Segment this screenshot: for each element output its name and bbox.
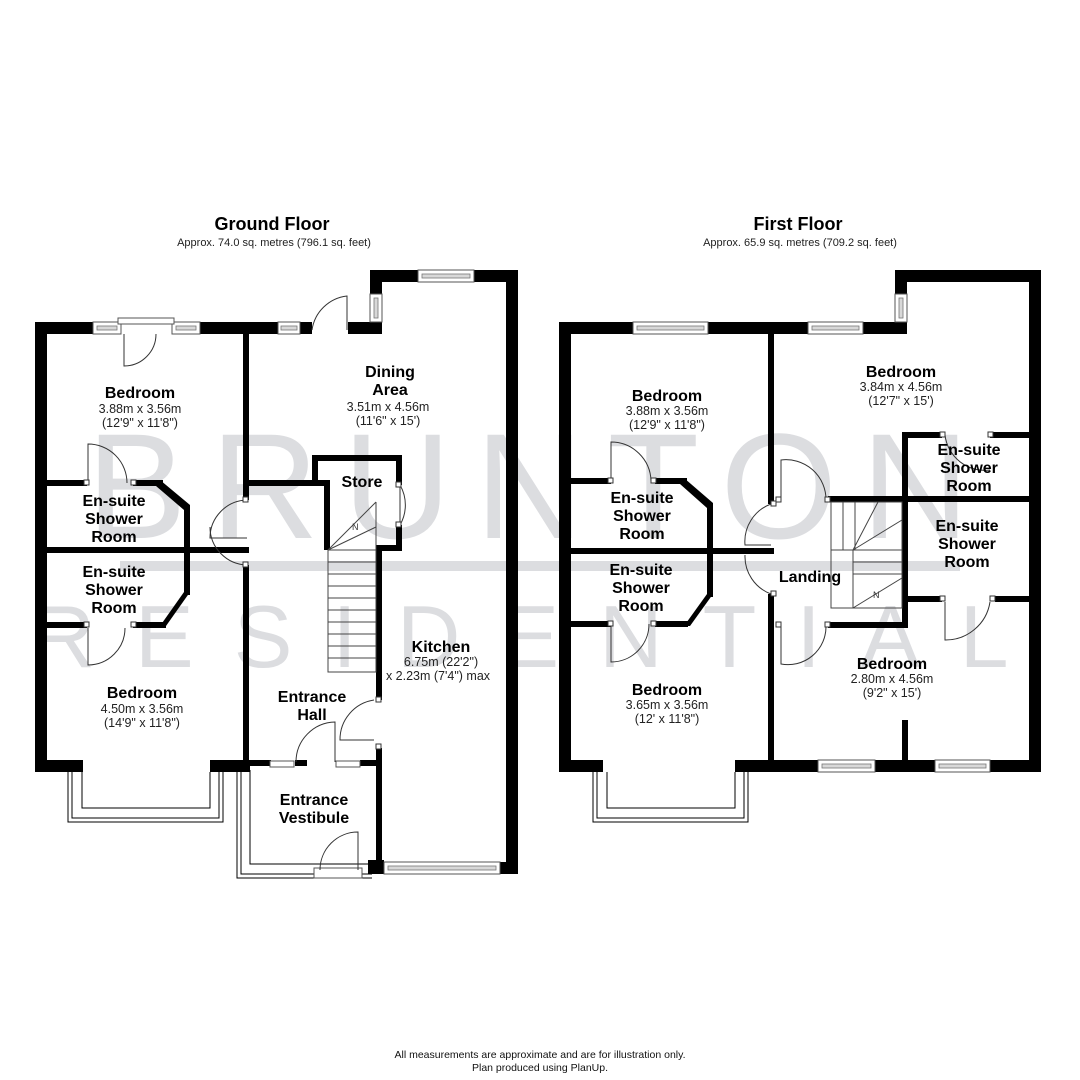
room-dims: 3.65m x 3.56m <box>626 698 709 712</box>
room-label: En-suite <box>937 442 1000 459</box>
room-dims: (11'6" x 15') <box>356 414 421 428</box>
room-label: Shower <box>85 582 143 599</box>
room-label: En-suite <box>935 518 998 535</box>
ground-room-labels: Bedroom 3.88m x 3.56m (12'9" x 11'8") En… <box>82 364 490 827</box>
room-label: Bedroom <box>105 385 175 402</box>
room-label: En-suite <box>82 493 145 510</box>
room-dims: (9'2" x 15') <box>863 686 922 700</box>
room-label: Room <box>946 478 991 495</box>
room-label: Store <box>342 474 383 491</box>
room-label: Dining <box>365 364 415 381</box>
room-label: Room <box>618 598 663 615</box>
room-label: Shower <box>938 536 996 553</box>
disclaimer-line2: Plan produced using PlanUp. <box>472 1062 608 1074</box>
room-label: Shower <box>612 580 670 597</box>
room-label: Bedroom <box>107 685 177 702</box>
ground-windows <box>67 269 501 879</box>
room-dims: (14'9" x 11'8") <box>104 716 180 730</box>
first-staircase: N <box>830 501 903 609</box>
ground-floor-area: Approx. 74.0 sq. metres (796.1 sq. feet) <box>177 237 371 249</box>
room-label: Bedroom <box>632 388 702 405</box>
room-dims: 4.50m x 3.56m <box>101 702 184 716</box>
room-dims: (12'9" x 11'8") <box>629 418 705 432</box>
watermark-line1: BRUNTON <box>87 402 994 570</box>
footer-disclaimer: All measurements are approximate and are… <box>394 1049 685 1074</box>
ground-doors <box>83 295 406 871</box>
room-label: Landing <box>779 569 841 586</box>
stair-direction-arrow: N <box>873 590 880 600</box>
room-label: Room <box>91 600 136 617</box>
first-floor-area: Approx. 65.9 sq. metres (709.2 sq. feet) <box>703 237 897 249</box>
room-label: Hall <box>297 707 326 724</box>
ground-staircase: N <box>327 501 377 673</box>
first-windows <box>592 293 991 823</box>
room-dims: 3.84m x 4.56m <box>860 380 943 394</box>
room-label: Bedroom <box>866 364 936 381</box>
room-dims: 2.80m x 4.56m <box>851 672 934 686</box>
ground-floor-title: Ground Floor <box>215 214 330 234</box>
room-label: Vestibule <box>279 810 349 827</box>
room-label: Area <box>372 382 408 399</box>
watermark-divider <box>120 561 960 571</box>
room-dims: (12'7" x 15') <box>868 394 934 408</box>
ground-walls <box>35 270 518 874</box>
first-doors <box>607 431 996 666</box>
room-dims: 3.51m x 4.56m <box>347 400 430 414</box>
stair-direction-arrow: N <box>352 522 359 532</box>
room-label: Shower <box>85 511 143 528</box>
room-dims: (12'9" x 11'8") <box>102 416 178 430</box>
room-label: Shower <box>613 508 671 525</box>
watermark-line2: RESIDENTIAL <box>31 587 1048 686</box>
room-dims: x 2.23m (7'4") max <box>386 669 491 683</box>
room-dims: 6.75m (22'2") <box>404 655 478 669</box>
room-label: Entrance <box>280 792 349 809</box>
room-label: Room <box>944 554 989 571</box>
room-label: En-suite <box>82 564 145 581</box>
room-label: Shower <box>940 460 998 477</box>
first-floor-title: First Floor <box>754 214 843 234</box>
room-label: Bedroom <box>632 682 702 699</box>
room-dims: 3.88m x 3.56m <box>99 402 182 416</box>
room-dims: 3.88m x 3.56m <box>626 404 709 418</box>
room-label: Bedroom <box>857 656 927 673</box>
first-walls <box>559 270 1041 772</box>
room-label: En-suite <box>610 490 673 507</box>
watermark: BRUNTON RESIDENTIAL <box>31 402 1048 686</box>
room-label: En-suite <box>609 562 672 579</box>
room-label: Room <box>91 529 136 546</box>
room-label: Kitchen <box>412 639 471 656</box>
room-label: Entrance <box>278 689 347 706</box>
first-floor-plan: First Floor Approx. 65.9 sq. metres (709… <box>559 214 1041 823</box>
disclaimer-line1: All measurements are approximate and are… <box>394 1049 685 1061</box>
ground-floor-plan: Ground Floor Approx. 74.0 sq. metres (79… <box>35 214 518 879</box>
room-label: Room <box>619 526 664 543</box>
room-dims: (12' x 11'8") <box>635 712 700 726</box>
first-room-labels: Bedroom 3.88m x 3.56m (12'9" x 11'8") En… <box>609 364 1000 726</box>
